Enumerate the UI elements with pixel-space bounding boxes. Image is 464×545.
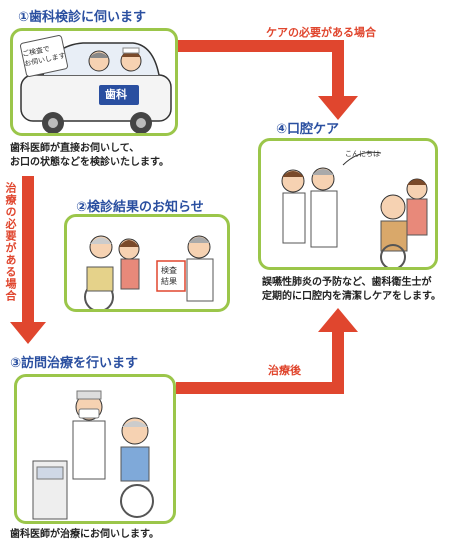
arrow-after-treatment-head: [318, 308, 358, 332]
step1-illustration-frame: ご検査で お伺いします 歯科: [10, 28, 178, 136]
result-board-line-1: 検査: [161, 266, 177, 275]
step4-caption-line-1: 誤嚥性肺炎の予防など、歯科衛生士が: [262, 277, 432, 288]
step3-title: ③訪問治療を行います: [10, 356, 139, 371]
flow-label-treatment-needed: 治療の必要がある場合: [4, 182, 17, 302]
results-explanation-illustration: [84, 235, 214, 309]
step3-illustration-frame: [14, 374, 176, 524]
step2-illustration-frame: 検査 結果: [64, 214, 230, 312]
step4-caption: 誤嚥性肺炎の予防など、歯科衛生士が 定期的に口腔内を清潔しケアをします。: [262, 276, 441, 304]
step1-title: ①歯科検診に伺います: [18, 10, 147, 25]
result-board-line-2: 結果: [161, 277, 177, 286]
step1-caption-line-1: 歯科医師が直接お伺いして、: [10, 143, 140, 154]
step1-caption-line-2: お口の状態などを検診いたします。: [10, 157, 169, 168]
arrow-treatment-needed-head: [10, 322, 46, 344]
car-label: 歯科: [105, 88, 127, 101]
arrow-after-treatment: [176, 328, 344, 394]
oral-care-illustration: [281, 151, 428, 267]
arrow-care-needed-head: [318, 96, 358, 120]
dental-car-illustration: [19, 35, 172, 133]
step4-title: ④口腔ケア: [276, 122, 340, 137]
step3-caption: 歯科医師が治療にお伺いします。: [10, 529, 159, 540]
flow-label-care-needed: ケアの必要がある場合: [266, 26, 376, 39]
arrow-care-needed: [178, 40, 344, 98]
step4-illustration-frame: こんにちは: [258, 138, 438, 270]
home-treatment-illustration: [32, 390, 154, 520]
step4-caption-line-2: 定期的に口腔内を清潔しケアをします。: [262, 291, 441, 302]
flow-label-after-treatment: 治療後: [268, 364, 301, 377]
greeting-bubble: こんにちは: [345, 150, 380, 158]
step1-caption: 歯科医師が直接お伺いして、 お口の状態などを検診いたします。: [10, 142, 169, 170]
step2-title: ②検診結果のお知らせ: [76, 200, 204, 215]
